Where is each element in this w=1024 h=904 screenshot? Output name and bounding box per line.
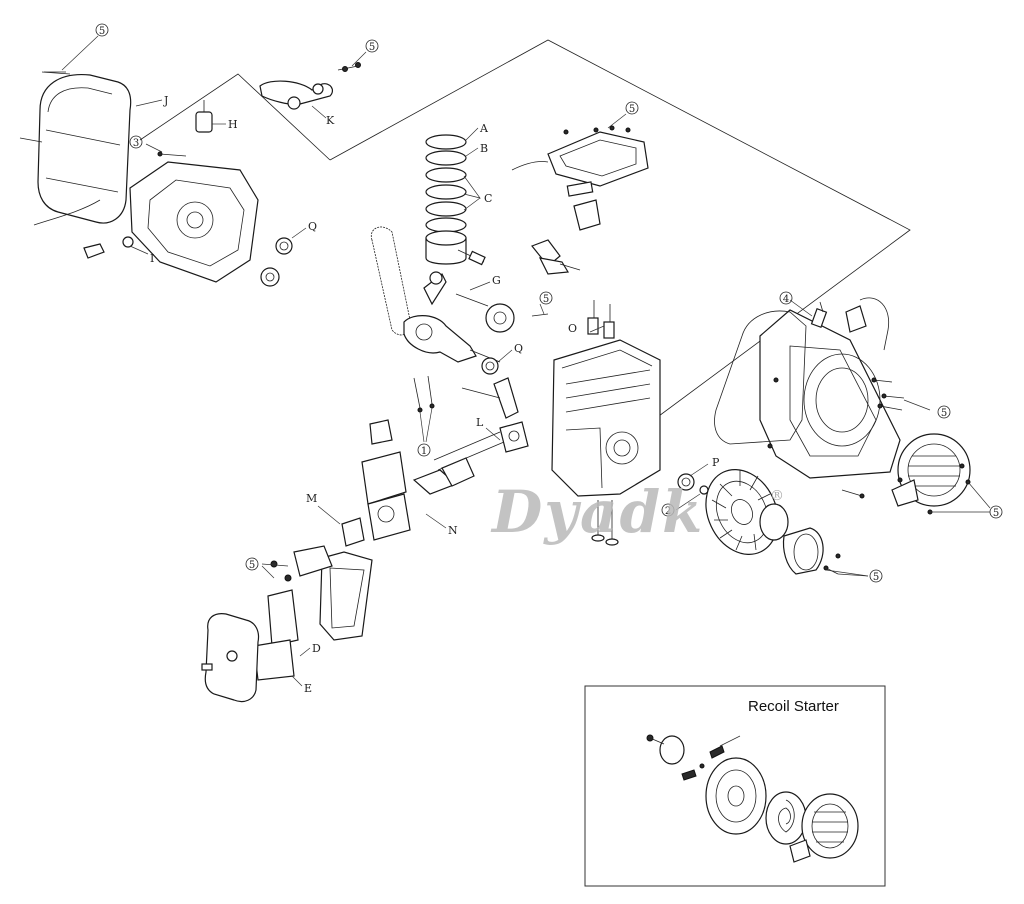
svg-text:5: 5 [993, 508, 999, 519]
callout-3: 3 [129, 135, 143, 149]
svg-text:5: 5 [873, 572, 879, 583]
svg-text:5: 5 [543, 294, 549, 305]
exhaust-pipe [259, 80, 334, 110]
cam-gear [455, 293, 515, 333]
oil-seal [481, 357, 499, 375]
callout-5-cup: 5 [869, 569, 883, 583]
label-o: O [568, 322, 577, 335]
piston [425, 230, 486, 266]
piston-rings [425, 134, 467, 233]
label-k: K [326, 114, 335, 127]
label-g: G [492, 274, 501, 287]
label-j: J [163, 94, 168, 107]
callout-4: 4 [779, 291, 793, 305]
inset-title: Recoil Starter [748, 698, 839, 715]
label-d: D [312, 642, 321, 655]
intake-manifold [412, 431, 505, 495]
registered-mark: ® [770, 488, 784, 504]
callout-5-top-left: 5 [95, 23, 109, 37]
callout-5-filter: 5 [245, 557, 259, 571]
leader-lines [61, 35, 991, 687]
callout-5-shroud: 5 [937, 405, 951, 419]
air-filter-element-e [253, 639, 295, 681]
crankshaft [403, 315, 501, 363]
svg-text:1: 1 [421, 446, 427, 457]
starter-cup [759, 503, 824, 575]
label-m: M [306, 492, 317, 505]
cylinder-block [551, 339, 661, 497]
spark-plug [810, 301, 828, 328]
svg-text:5: 5 [941, 408, 947, 419]
shroud-gasket [714, 310, 807, 445]
label-b: B [480, 142, 488, 155]
timing-chain [370, 226, 412, 336]
governor-arm [493, 377, 519, 419]
label-p: P [712, 456, 720, 469]
svg-text:2: 2 [665, 506, 671, 517]
fan-shroud [759, 309, 901, 479]
svg-text:3: 3 [133, 138, 139, 149]
label-h: H [228, 118, 238, 131]
valves [591, 500, 619, 546]
ignition-lead [845, 297, 890, 351]
flywheel [705, 469, 779, 555]
svg-text:5: 5 [369, 42, 375, 53]
fasteners [157, 125, 971, 582]
svg-text:5: 5 [629, 104, 635, 115]
svg-text:5: 5 [99, 26, 105, 37]
label-c: C [484, 192, 492, 205]
gasket-m [341, 517, 365, 547]
muffler [19, 71, 132, 226]
callout-5-starter: 5 [989, 505, 1003, 519]
watermark-logo: Dyadk [490, 478, 704, 546]
air-filter-housing [293, 545, 373, 641]
callout-5-top-mid: 5 [365, 39, 379, 53]
svg-text:4: 4 [783, 294, 789, 305]
callout-2: 2 [661, 503, 675, 517]
label-q-lower: Q [514, 342, 523, 355]
air-filter-cover [201, 613, 260, 703]
label-i: I [150, 252, 154, 265]
air-filter-element-d [267, 589, 299, 647]
head-cover [511, 131, 649, 231]
label-n: N [448, 524, 458, 537]
assembly-outline-left [139, 73, 331, 161]
carburetor [361, 419, 411, 541]
label-e: E [304, 682, 312, 695]
rocker-arms [531, 239, 581, 275]
label-a: A [479, 122, 489, 135]
connecting-rod [423, 271, 447, 306]
gasket-l [499, 421, 529, 453]
callout-5-rocker: 5 [539, 291, 553, 305]
callout-5-head: 5 [625, 101, 639, 115]
label-l: L [476, 416, 484, 429]
recoil-starter-assembly [891, 433, 971, 507]
crankcase-cover [83, 100, 293, 287]
label-q-upper: Q [308, 220, 317, 233]
recoil-starter-inset: Recoil Starter [584, 685, 886, 887]
valve-springs [587, 300, 615, 339]
svg-text:5: 5 [249, 560, 255, 571]
callout-1: 1 [417, 443, 431, 457]
oil-seal-p [677, 473, 709, 495]
